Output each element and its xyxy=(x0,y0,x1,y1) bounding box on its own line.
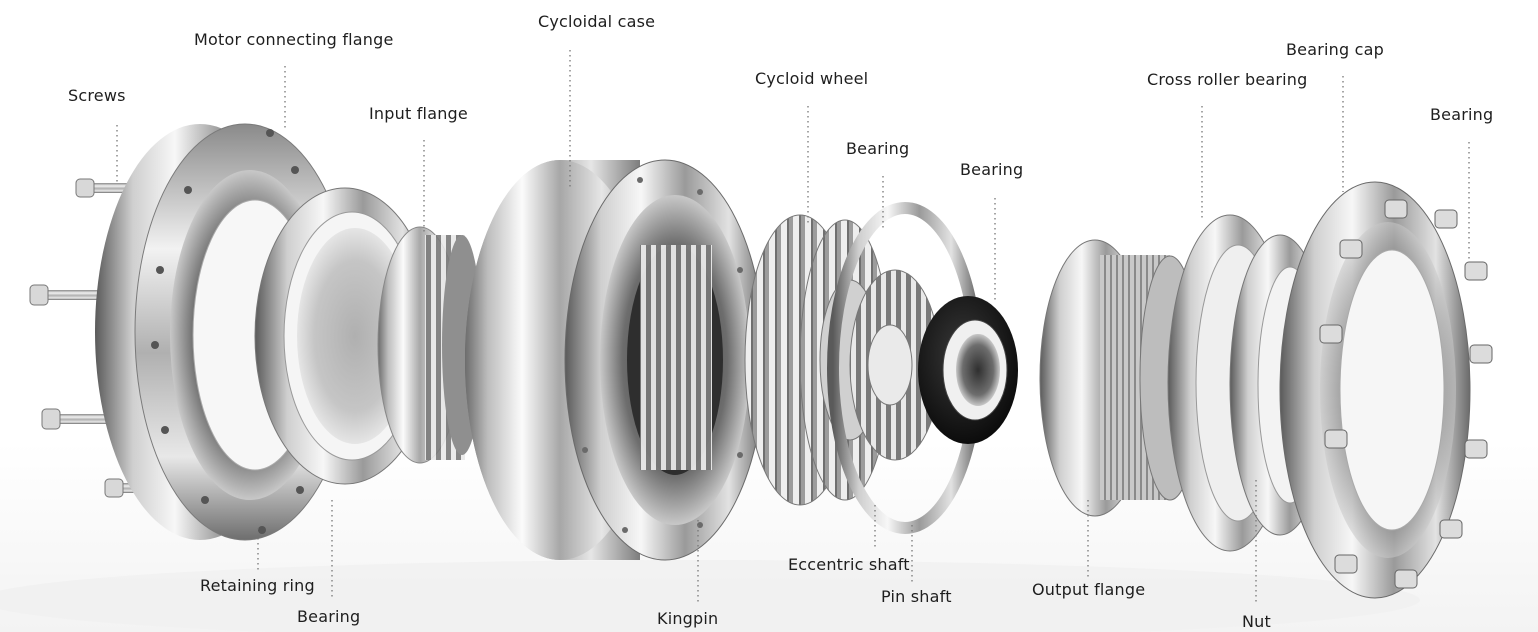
label-screws: Screws xyxy=(68,86,126,105)
label-nut: Nut xyxy=(1242,612,1271,631)
label-cycloid-wheel: Cycloid wheel xyxy=(755,69,869,88)
cycloidal-case-part xyxy=(465,159,766,561)
label-bearing-outer: Bearing xyxy=(1430,105,1494,124)
label-retaining-ring: Retaining ring xyxy=(200,576,315,595)
bearing-cap-part xyxy=(1279,181,1493,599)
eccentric-bearing-part xyxy=(827,202,983,534)
label-bearing-input: Bearing xyxy=(297,607,361,626)
label-pin-shaft: Pin shaft xyxy=(881,587,952,606)
leader-lines xyxy=(116,50,1470,605)
label-bearing-sealed: Bearing xyxy=(960,160,1024,179)
label-eccentric-shaft: Eccentric shaft xyxy=(788,555,910,574)
sealed-bearing-part xyxy=(918,296,1018,444)
label-motor-connecting-flange: Motor connecting flange xyxy=(194,30,394,49)
label-bearing-eccentric: Bearing xyxy=(846,139,910,158)
label-output-flange: Output flange xyxy=(1032,580,1146,599)
label-cycloidal-case: Cycloidal case xyxy=(538,12,656,31)
input-shaft-part xyxy=(377,226,482,464)
label-input-flange: Input flange xyxy=(369,104,468,123)
label-kingpin: Kingpin xyxy=(657,609,719,628)
label-bearing-cap: Bearing cap xyxy=(1286,40,1384,59)
label-cross-roller-bearing: Cross roller bearing xyxy=(1147,70,1308,89)
